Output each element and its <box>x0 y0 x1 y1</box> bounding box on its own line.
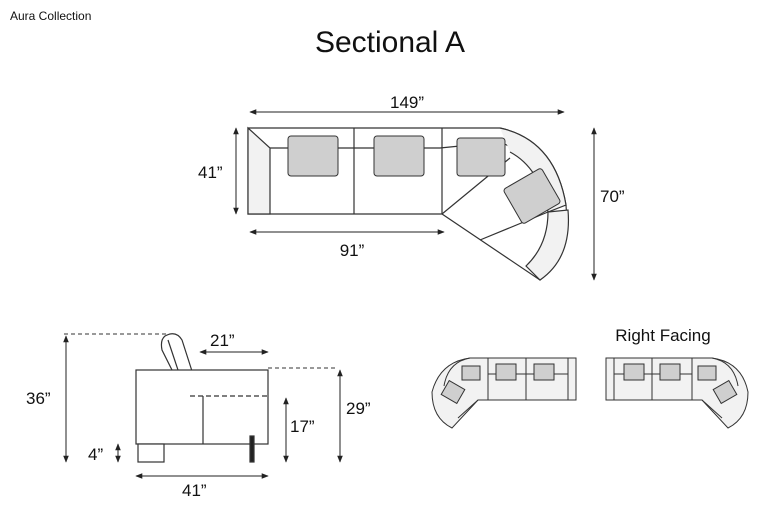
left-facing-thumbnail <box>431 357 577 429</box>
right-facing-thumbnail <box>605 357 749 429</box>
side-view-sofa <box>135 333 269 463</box>
right-facing-label: Right Facing <box>615 326 710 345</box>
leg-height-label: 4” <box>88 445 103 464</box>
side-dimension-lines <box>63 335 343 479</box>
total-height-label: 36” <box>26 389 51 408</box>
overall-width-label: 149” <box>390 93 424 112</box>
side-depth-label: 41” <box>182 481 207 500</box>
overall-depth-label: 70” <box>600 187 625 206</box>
page-title: Sectional A <box>314 26 466 59</box>
arm-height-label: 29” <box>346 399 371 418</box>
top-dimension-lines <box>233 109 597 281</box>
section-width-label: 91” <box>340 241 365 260</box>
top-view-cushions <box>287 135 561 224</box>
collection-label: Aura Collection <box>10 9 92 23</box>
depth-label: 41” <box>198 163 223 182</box>
seat-depth-label: 21” <box>210 331 235 350</box>
seat-height-label: 17” <box>290 417 315 436</box>
side-reference-lines <box>64 333 336 369</box>
